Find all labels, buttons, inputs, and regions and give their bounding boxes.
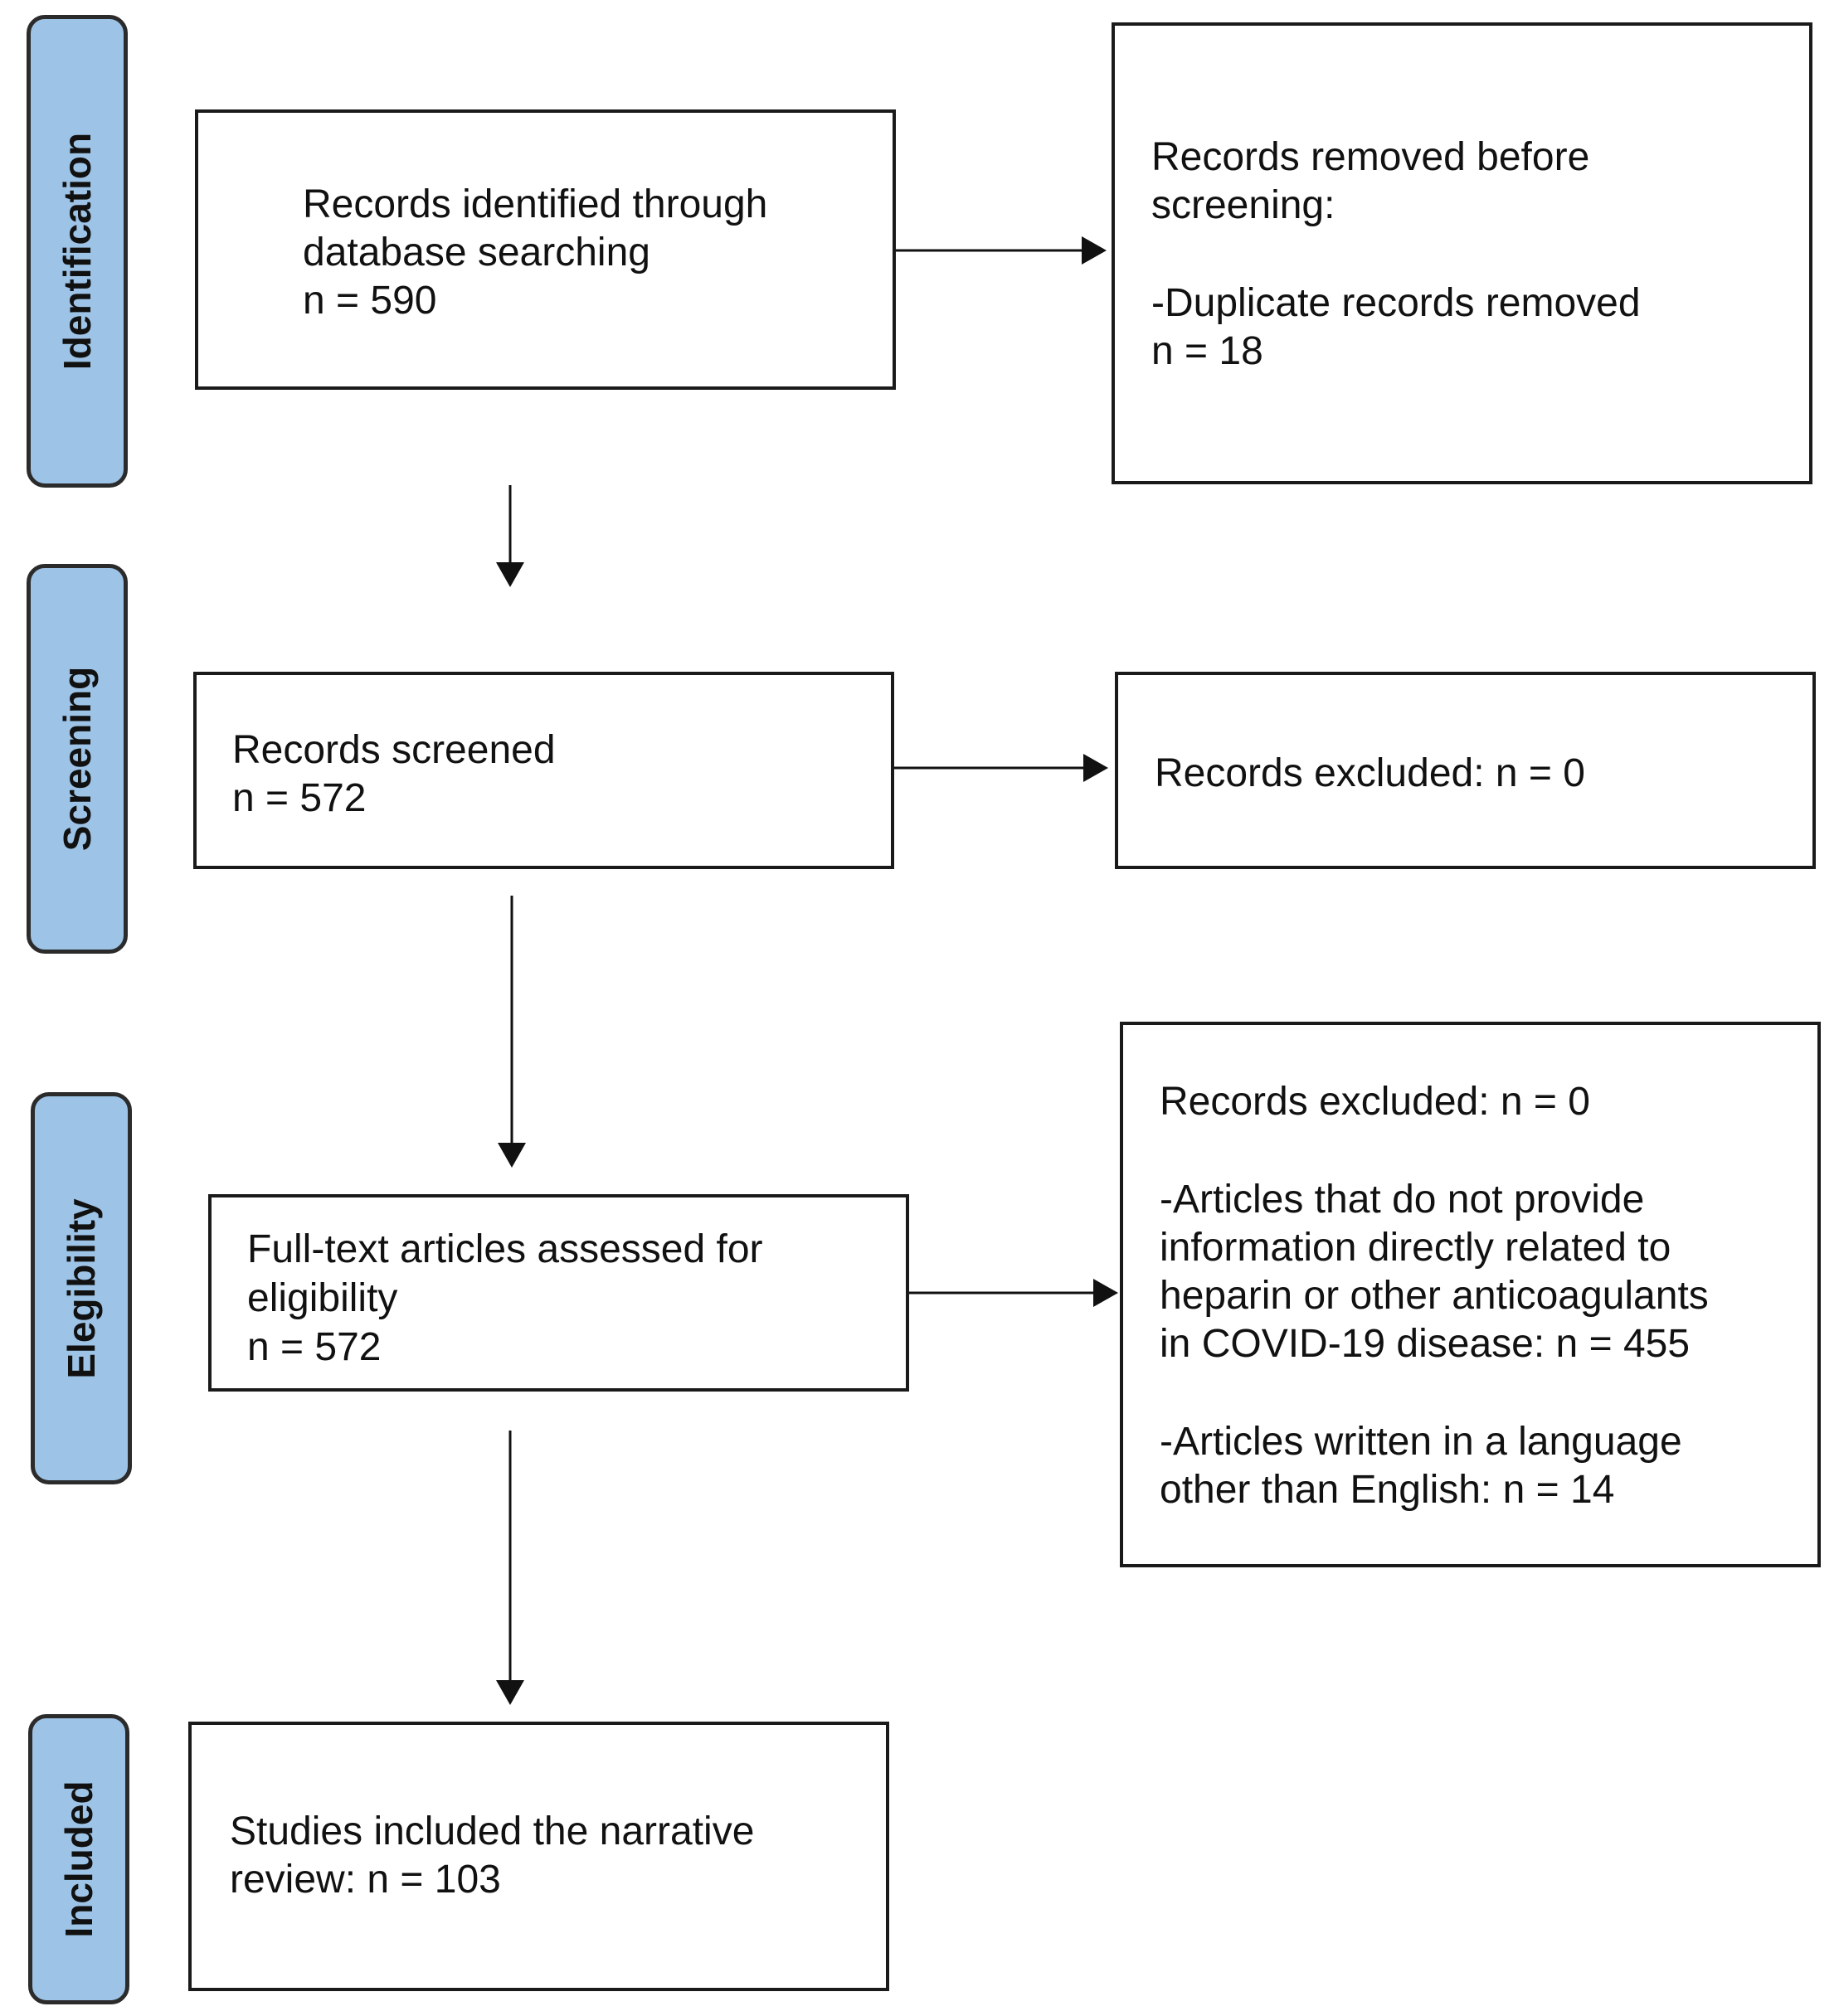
records-identified-line2: database searching <box>303 231 650 274</box>
records-identified-count: n = 590 <box>303 279 437 323</box>
records-screened-count: n = 572 <box>232 776 367 820</box>
arrow-identified-to-screened <box>496 485 524 587</box>
arrow-fulltext-to-included <box>496 1431 524 1705</box>
phase-included: Included <box>28 1714 129 2004</box>
arrow-screened-to-fulltext <box>498 896 526 1168</box>
eligibility-reason1-line1: -Articles that do not provide <box>1160 1178 1645 1222</box>
duplicate-records-line: -Duplicate records removed <box>1151 281 1641 325</box>
records-removed-box: Records removed before screening: -Dupli… <box>1112 22 1812 484</box>
phase-eligibility: Elegibility <box>31 1092 132 1484</box>
records-identified-line1: Records identified through <box>303 182 768 226</box>
studies-included-line2: review: n = 103 <box>230 1858 501 1902</box>
screening-excluded-box: Records excluded: n = 0 <box>1115 672 1816 869</box>
screening-excluded-line1: Records excluded: n = 0 <box>1155 751 1585 795</box>
records-removed-line1: Records removed before <box>1151 135 1590 179</box>
eligibility-reason2-line2: other than English: n = 14 <box>1160 1468 1615 1512</box>
phase-identification: Identification <box>27 15 128 488</box>
fulltext-assessed-line2: eligibility <box>247 1276 398 1320</box>
fulltext-assessed-line1: Full-text articles assessed for <box>247 1227 763 1271</box>
records-identified-box: Records identified through database sear… <box>195 109 896 390</box>
fulltext-assessed-count: n = 572 <box>247 1325 382 1369</box>
fulltext-assessed-box: Full-text articles assessed for eligibil… <box>208 1194 909 1392</box>
eligibility-reason1-line4: in COVID-19 disease: n = 455 <box>1160 1322 1691 1366</box>
phase-screening: Screening <box>27 564 128 954</box>
eligibility-reason2-line1: -Articles written in a language <box>1160 1420 1682 1464</box>
studies-included-line1: Studies included the narrative <box>230 1810 755 1853</box>
eligibility-reason1-line2: information directly related to <box>1160 1226 1671 1270</box>
eligibility-excluded-box: Records excluded: n = 0 -Articles that d… <box>1120 1022 1821 1567</box>
duplicate-records-count: n = 18 <box>1151 329 1263 373</box>
records-removed-line2: screening: <box>1151 183 1335 227</box>
eligibility-reason1-line3: heparin or other anticoagulants <box>1160 1274 1709 1318</box>
arrow-screened-to-excluded <box>894 754 1108 782</box>
records-screened-line1: Records screened <box>232 728 556 772</box>
records-screened-box: Records screened n = 572 <box>193 672 894 869</box>
eligibility-excluded-line1: Records excluded: n = 0 <box>1160 1080 1590 1124</box>
arrow-fulltext-to-excluded <box>909 1279 1118 1307</box>
studies-included-box: Studies included the narrative review: n… <box>188 1722 889 1991</box>
arrow-identified-to-removed <box>896 236 1107 265</box>
